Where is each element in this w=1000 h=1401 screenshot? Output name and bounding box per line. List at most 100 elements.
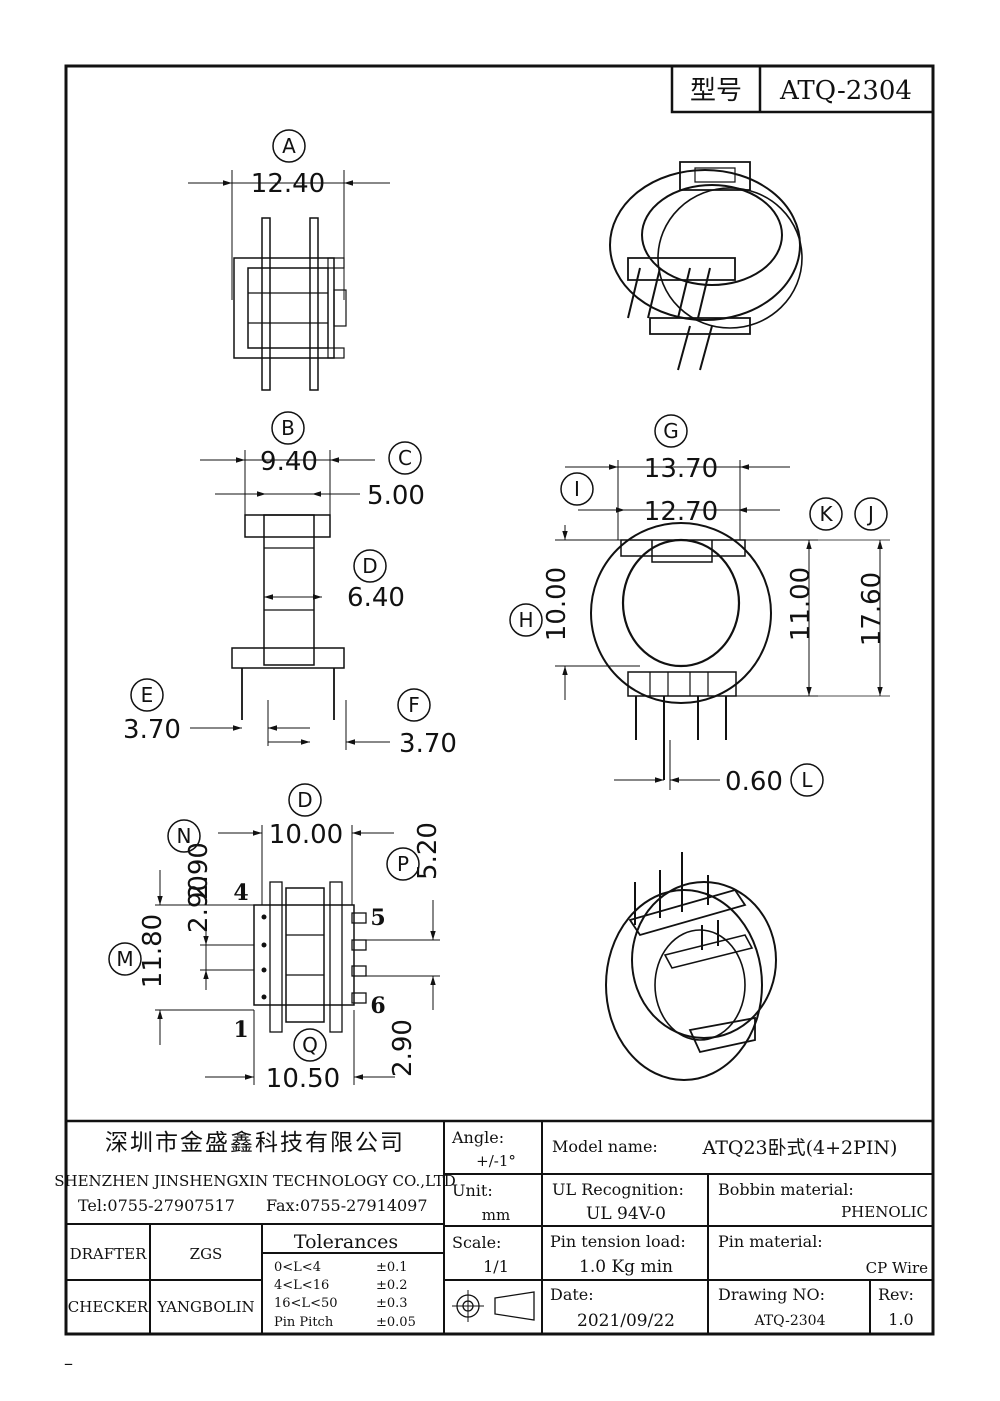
dim-m-value: 11.80: [138, 914, 168, 988]
unit-label: Unit:: [452, 1181, 493, 1200]
pin-label-1: 1: [233, 1017, 248, 1043]
dim-callout-l-tag: L: [801, 768, 813, 792]
dim-l-value: 0.60: [725, 767, 783, 797]
dim-b-value: 9.40: [260, 447, 318, 477]
drafter-value: ZGS: [190, 1245, 223, 1263]
pin-label-4: 4: [233, 880, 248, 906]
dim-callout-n: [167, 819, 201, 853]
footer-mark: –: [64, 1353, 73, 1374]
drawing-no-value: ATQ-2304: [753, 1313, 825, 1329]
dim-h-value: 10.00: [542, 567, 572, 641]
pin-tension-value: 1.0 Kg min: [579, 1257, 673, 1277]
dim-callout-b: [271, 411, 305, 445]
dim-q-value: 10.50: [266, 1064, 340, 1094]
dim-d-value: 6.40: [347, 583, 405, 613]
dim-e-value: 3.70: [123, 715, 181, 745]
dim-callout-i: [560, 472, 594, 506]
dim-callout-m: [108, 942, 142, 976]
dim-d2-value: 10.00: [269, 820, 343, 850]
dim-callout-a-tag: A: [282, 134, 296, 158]
pin-label-5: 5: [370, 905, 385, 931]
dim-f-value: 3.70: [399, 729, 457, 759]
dim-11-value: 11.00: [786, 567, 816, 641]
pin-material-label: Pin material:: [718, 1232, 823, 1251]
tolerance-value-3: ±0.05: [376, 1315, 416, 1330]
model-name-label: Model name:: [552, 1137, 658, 1156]
dim-callout-f: [397, 688, 431, 722]
dim-c-value: 5.00: [367, 481, 425, 511]
top-view: A 12.40: [188, 129, 390, 391]
dim-callout-d-tag: D: [362, 554, 377, 578]
dim-callout-g: [654, 414, 688, 448]
scale-label: Scale:: [452, 1233, 501, 1252]
dim-callout-i-tag: I: [574, 477, 580, 501]
checker-label: CHECKER: [68, 1298, 149, 1316]
dim-callout-d: [353, 549, 387, 583]
dim-17-value: 17.60: [857, 572, 887, 646]
dim-callout-g-tag: G: [663, 419, 679, 443]
sheet-border: [64, 64, 935, 1336]
dim-callout-j: [854, 497, 888, 531]
dim-callout-h: [509, 603, 543, 637]
dim-g-value: 13.70: [644, 454, 718, 484]
dim-callout-c: [388, 441, 422, 475]
dim-callout-e-tag: E: [141, 683, 154, 707]
dim-callout-p: [386, 847, 420, 881]
tolerance-value-2: ±0.3: [376, 1296, 408, 1311]
ul-label: UL Recognition:: [552, 1180, 684, 1199]
company-name-en: SHENZHEN JINSHENGXIN TECHNOLOGY CO.,LTD: [54, 1172, 456, 1190]
bobbin-material-value: PHENOLIC: [841, 1203, 928, 1221]
model-box-label: 型号: [690, 76, 742, 106]
dim-callout-n-tag: N: [177, 824, 192, 848]
company-name-cn: 深圳市金盛鑫科技有限公司: [105, 1130, 405, 1156]
model-box: 型号 ATQ-2304: [670, 64, 935, 114]
dim-290-a-value: 2.90: [184, 842, 214, 900]
dim-callout-k: [809, 497, 843, 531]
dim-callout-m-tag: M: [116, 947, 133, 971]
dim-callout-l: [790, 763, 824, 797]
pin-tension-label: Pin tension load:: [550, 1232, 686, 1251]
tolerance-value-1: ±0.2: [376, 1278, 408, 1293]
isometric-view-bottom: [605, 852, 777, 1081]
bottom-view: D 10.00 N P 5.20 4 5 1 6 M: [108, 783, 443, 1094]
date-value: 2021/09/22: [577, 1311, 675, 1331]
projection-symbol-icon: [452, 1290, 535, 1322]
dim-callout-f-tag: F: [408, 693, 420, 717]
tolerance-range-3: Pin Pitch: [274, 1315, 334, 1330]
dim-callout-h-tag: H: [518, 608, 533, 632]
dim-callout-e: [130, 678, 164, 712]
dim-callout-a: [272, 129, 306, 163]
dim-callout-c-tag: C: [398, 446, 412, 470]
dim-callout-p-tag: P: [397, 852, 409, 876]
bobbin-material-label: Bobbin material:: [718, 1180, 854, 1199]
angle-label: Angle:: [451, 1128, 504, 1147]
pin-material-value: CP Wire: [866, 1259, 928, 1277]
dim-callout-j-tag: J: [866, 502, 874, 526]
scale-value: 1/1: [483, 1257, 509, 1276]
tolerance-value-0: ±0.1: [376, 1260, 408, 1275]
model-box-value: ATQ-2304: [779, 76, 912, 106]
isometric-view-top: [609, 161, 803, 371]
checker-value: YANGBOLIN: [156, 1298, 254, 1316]
tolerance-range-2: 16<L<50: [274, 1296, 338, 1311]
ul-value: UL 94V-0: [586, 1204, 666, 1224]
side-view: G 13.70 I 12.70 K J H: [509, 414, 890, 797]
dim-callout-d2-tag: D: [297, 788, 312, 812]
tolerance-range-1: 4<L<16: [274, 1278, 329, 1293]
dim-a-value: 12.40: [251, 169, 325, 199]
rev-value: 1.0: [888, 1310, 913, 1329]
angle-value: +/-1°: [476, 1152, 516, 1170]
company-fax: Fax:0755-27914097: [266, 1196, 428, 1215]
drafter-label: DRAFTER: [70, 1245, 148, 1263]
dim-callout-d2: [288, 783, 322, 817]
dim-callout-q: [293, 1028, 327, 1062]
dim-callout-k-tag: K: [819, 502, 833, 526]
pin-label-6: 6: [370, 993, 385, 1019]
model-name-value: ATQ23卧式(4+2PIN): [702, 1137, 898, 1159]
dim-290-b-value: 2.90: [184, 875, 214, 933]
unit-value: mm: [482, 1206, 510, 1224]
rev-label: Rev:: [878, 1285, 914, 1304]
dim-290-c-value: 2.90: [388, 1019, 418, 1077]
dim-callout-q-tag: Q: [302, 1033, 318, 1057]
